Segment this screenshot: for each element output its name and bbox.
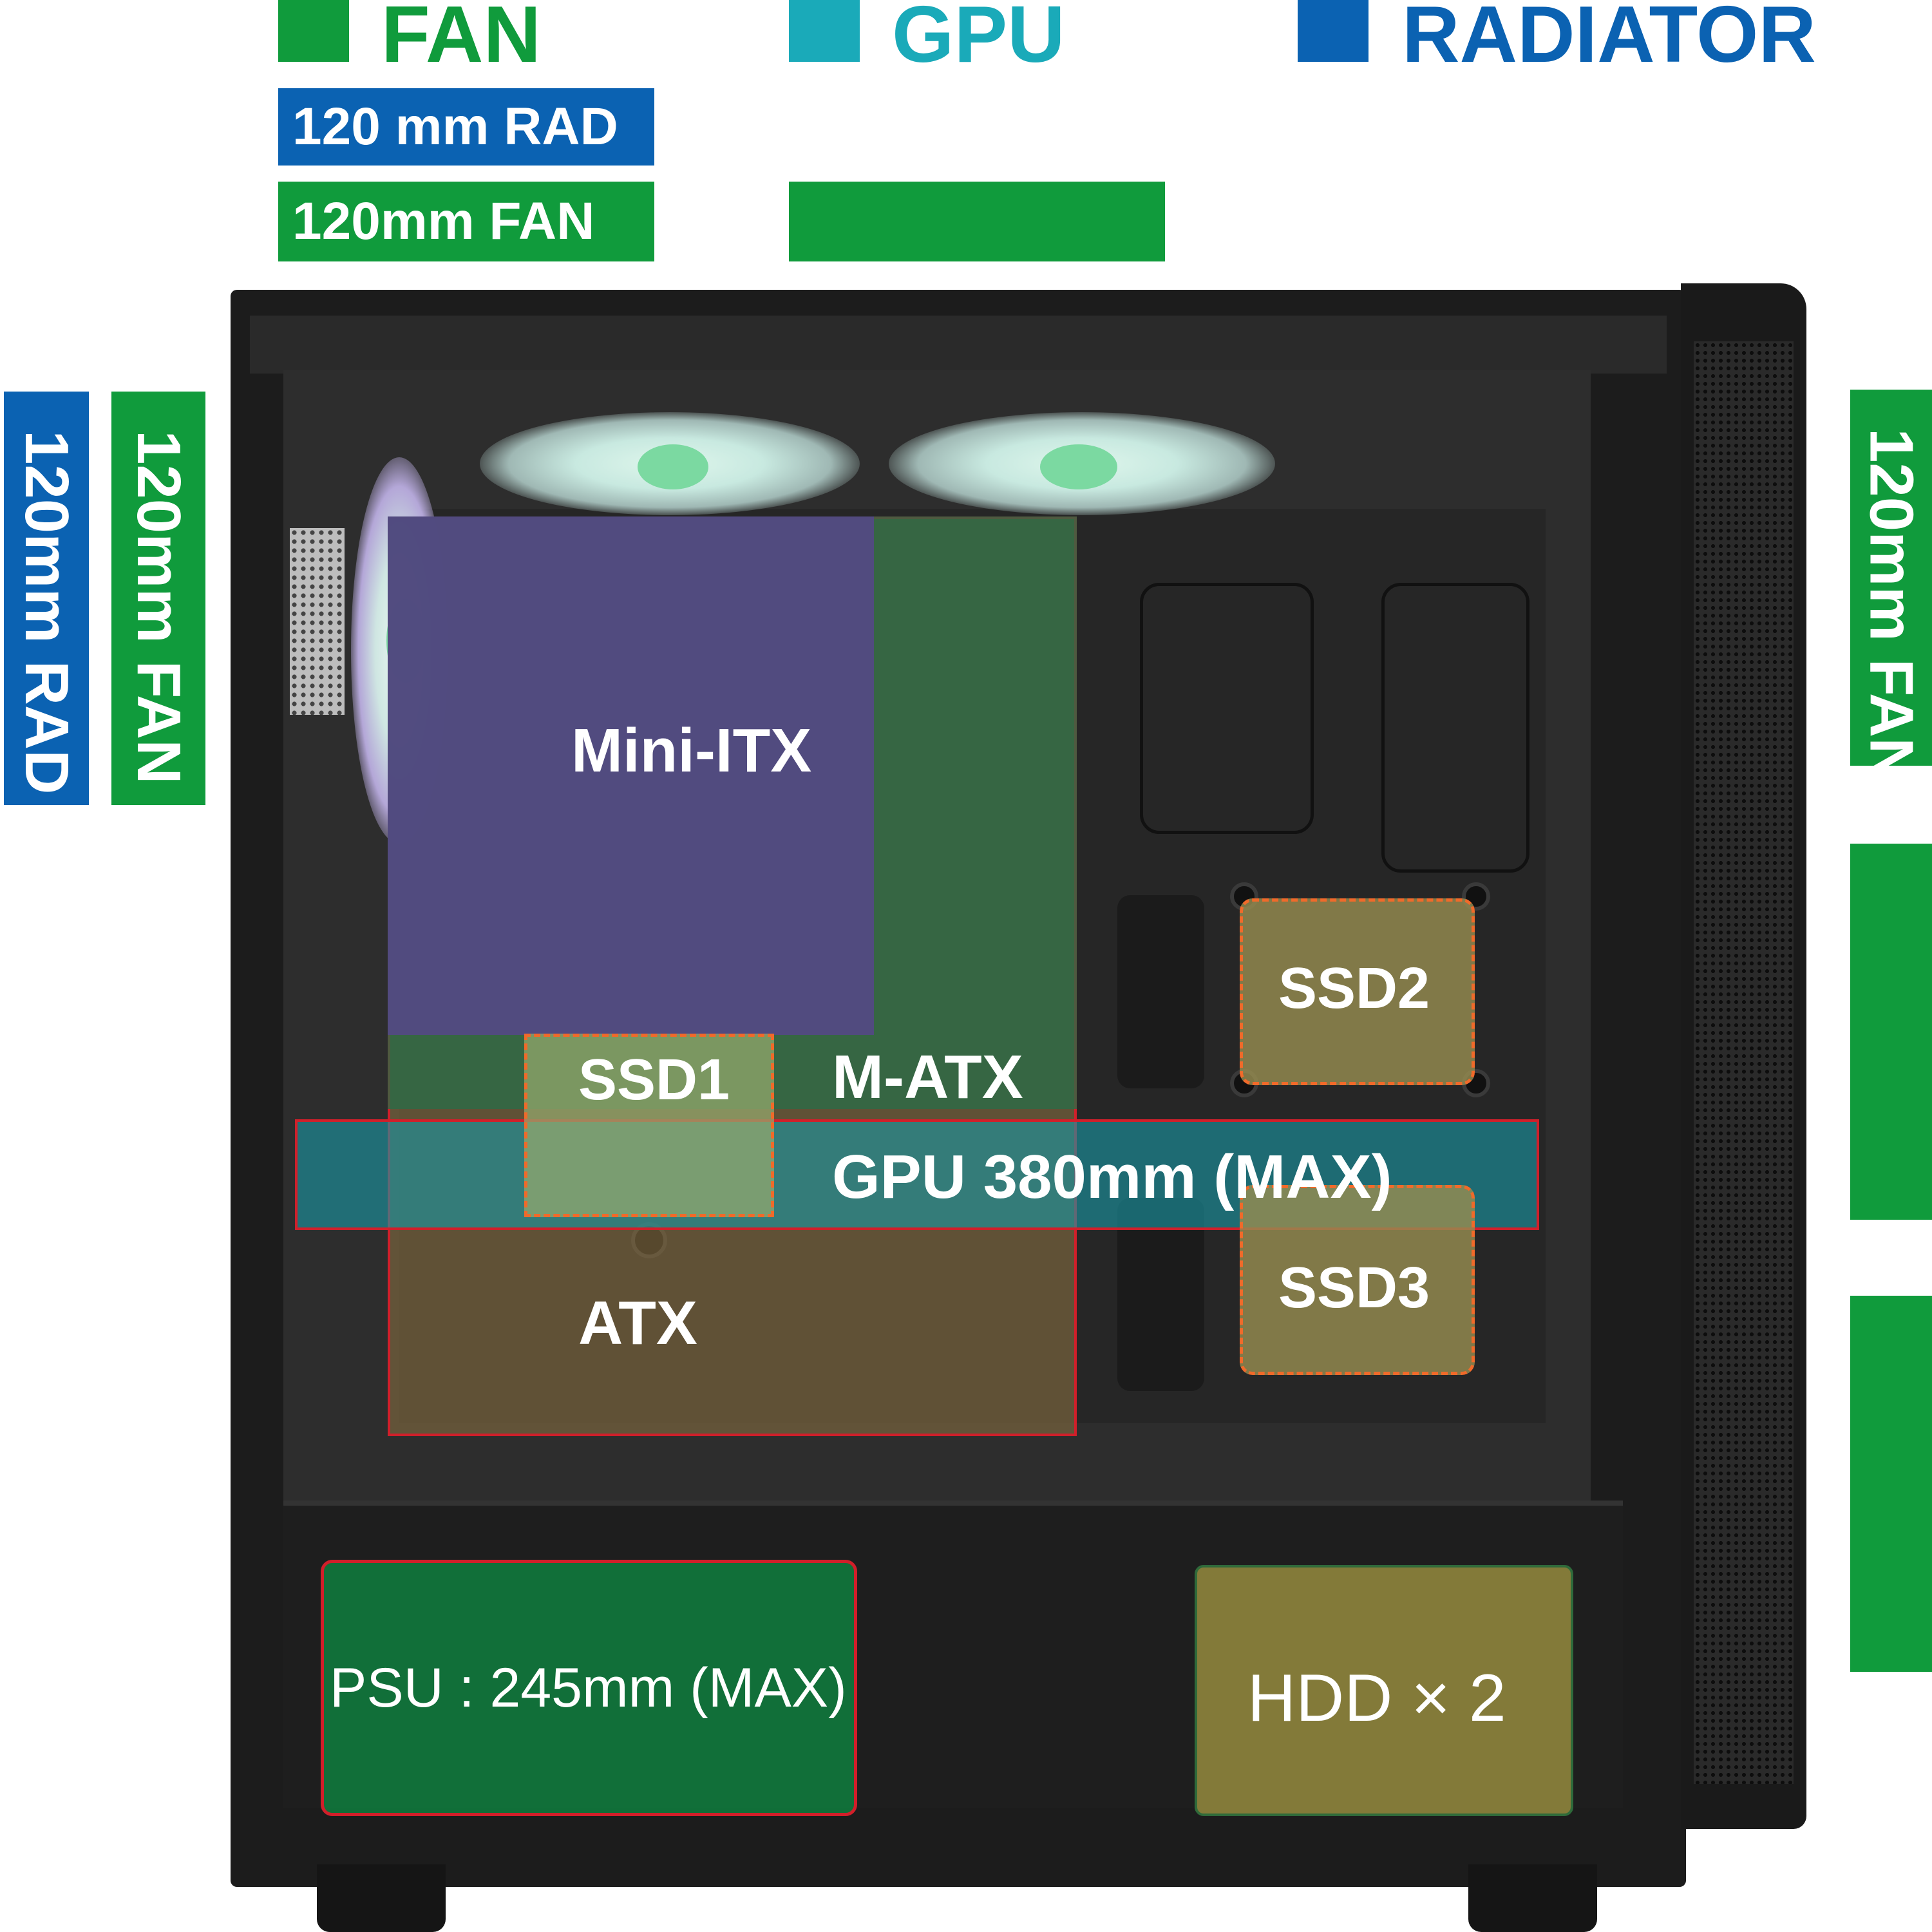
atx-label: ATX (578, 1289, 697, 1358)
hdd-zone (1195, 1565, 1573, 1816)
top-fan-1-hub (638, 444, 708, 489)
fan-legend-swatch (278, 0, 349, 62)
right-fan-bar-2 (1850, 844, 1932, 1220)
right-fan-label: 120mm FAN (1857, 428, 1926, 782)
front-mesh (1694, 341, 1794, 1784)
gpu-legend-label: GPU (892, 0, 1065, 79)
gpu-legend-swatch (789, 0, 860, 62)
radiator-legend-label: RADIATOR (1402, 0, 1816, 79)
right-fan-bar-3 (1850, 1296, 1932, 1672)
psu-length-label: PSU : 245mm (MAX) (330, 1657, 847, 1719)
right-foot (1468, 1864, 1597, 1932)
fan-legend-label: FAN (381, 0, 541, 79)
mini-itx-zone (388, 516, 874, 1035)
ssd1-zone (524, 1034, 774, 1217)
top-fan-tag: 120mm FAN (278, 182, 654, 261)
left-foot (317, 1864, 446, 1932)
ssd3-zone (1240, 1185, 1475, 1375)
cable-cutout-1 (1140, 583, 1314, 834)
left-radiator-tag: 120mm RAD (4, 392, 89, 805)
radiator-legend-swatch (1298, 0, 1368, 62)
ssd2-label: SSD2 (1278, 956, 1430, 1021)
psu-zone (321, 1560, 857, 1816)
ssd1-label: SSD1 (578, 1048, 730, 1112)
mini-itx-label: Mini-ITX (571, 716, 812, 785)
standoff-2 (1462, 882, 1490, 911)
right-fan-tag: 120mm FAN (1850, 390, 1932, 782)
case-top-rail (250, 316, 1667, 374)
top-radiator-tag: 120 mm RAD (278, 88, 654, 166)
ssd3-label: SSD3 (1278, 1256, 1430, 1320)
ssd2-zone (1240, 898, 1475, 1085)
gpu-length-label: GPU 380mm (MAX) (832, 1142, 1392, 1211)
top-gpu-fan-bar (789, 182, 1165, 261)
cable-cutout-4 (1117, 1198, 1204, 1391)
left-fan-label: 120mm FAN (124, 430, 193, 784)
top-fan-2-hub (1040, 444, 1117, 489)
cable-cutout-3 (1117, 895, 1204, 1088)
left-radiator-label: 120mm RAD (12, 430, 81, 795)
hdd-label: HDD × 2 (1247, 1661, 1506, 1736)
cable-cutout-2 (1381, 583, 1530, 873)
left-fan-tag: 120mm FAN (111, 392, 205, 805)
rear-io-grille (290, 528, 345, 715)
m-atx-label: M-ATX (832, 1043, 1023, 1112)
